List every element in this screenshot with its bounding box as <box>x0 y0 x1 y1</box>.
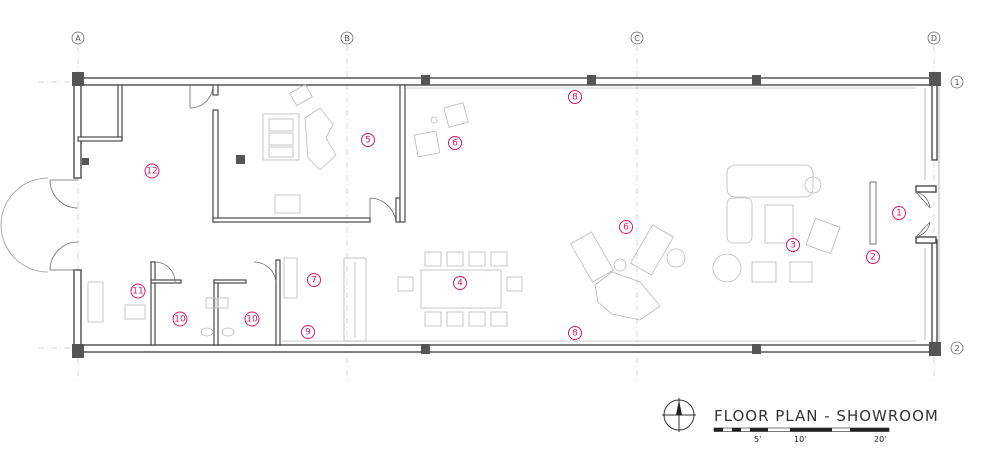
svg-text:9: 9 <box>305 328 311 338</box>
structural-columns <box>72 72 941 358</box>
svg-text:10: 10 <box>174 315 186 325</box>
room-label-10b: 10 <box>244 311 260 327</box>
restroom-fixtures <box>200 297 235 337</box>
storefront-glazing <box>924 85 940 345</box>
grid-row-1: 1 <box>950 75 964 89</box>
chairs-group-6a <box>413 102 469 158</box>
svg-text:B: B <box>344 34 350 43</box>
scale-label-20: 20' <box>874 435 886 444</box>
grid-col-d: D <box>927 31 941 45</box>
scale-bar <box>713 427 890 432</box>
grid-row-2: 2 <box>950 341 964 355</box>
svg-text:10: 10 <box>246 315 258 325</box>
room-label-6b: 6 <box>619 220 633 234</box>
door-swings <box>0 84 931 283</box>
display-rack <box>869 181 877 245</box>
sill-lines <box>282 87 916 342</box>
room-label-9: 9 <box>301 325 315 339</box>
svg-text:C: C <box>634 34 640 43</box>
grid-lines <box>38 45 946 382</box>
grid-col-c: C <box>630 31 644 45</box>
room-label-3: 3 <box>786 238 800 252</box>
svg-text:1: 1 <box>954 78 959 87</box>
svg-text:12: 12 <box>146 167 157 177</box>
svg-text:8: 8 <box>572 329 578 339</box>
conference-table <box>397 251 523 327</box>
chairs-group-6b <box>570 224 686 321</box>
interior-walls <box>77 84 406 346</box>
north-arrow-icon <box>662 398 696 432</box>
svg-text:D: D <box>931 34 937 43</box>
room-label-4: 4 <box>453 276 467 290</box>
lounge-set-3 <box>712 164 841 283</box>
svg-text:6: 6 <box>623 223 629 233</box>
svg-text:11: 11 <box>132 287 143 297</box>
room-label-2: 2 <box>866 250 880 264</box>
room-label-8a: 8 <box>568 90 582 104</box>
exterior-walls <box>73 77 938 353</box>
room-label-5: 5 <box>361 133 375 147</box>
room-label-12: 12 <box>144 163 160 179</box>
grid-col-b: B <box>340 31 354 45</box>
scale-label-5: 5' <box>754 435 761 444</box>
svg-text:2: 2 <box>954 344 959 353</box>
room-label-10a: 10 <box>172 311 188 327</box>
svg-text:A: A <box>75 34 81 43</box>
plan-title: FLOOR PLAN - SHOWROOM <box>714 407 939 425</box>
office-desk <box>87 281 146 323</box>
svg-text:4: 4 <box>457 279 463 289</box>
svg-text:3: 3 <box>790 241 796 251</box>
svg-text:1: 1 <box>896 209 902 219</box>
room-label-7: 7 <box>307 273 321 287</box>
svg-text:5: 5 <box>365 136 371 146</box>
lounge-furniture <box>262 83 337 214</box>
svg-text:6: 6 <box>452 139 458 149</box>
svg-text:2: 2 <box>870 253 876 263</box>
equipment-boxes <box>82 155 245 165</box>
svg-text:8: 8 <box>572 93 578 103</box>
room-label-6a: 6 <box>448 136 462 150</box>
room-label-1: 1 <box>892 206 906 220</box>
shelving <box>283 257 367 342</box>
grid-col-a: A <box>71 31 85 45</box>
svg-text:7: 7 <box>311 276 317 286</box>
room-label-11: 11 <box>130 283 146 299</box>
room-label-8b: 8 <box>568 326 582 340</box>
scale-label-10: 10' <box>794 435 806 444</box>
